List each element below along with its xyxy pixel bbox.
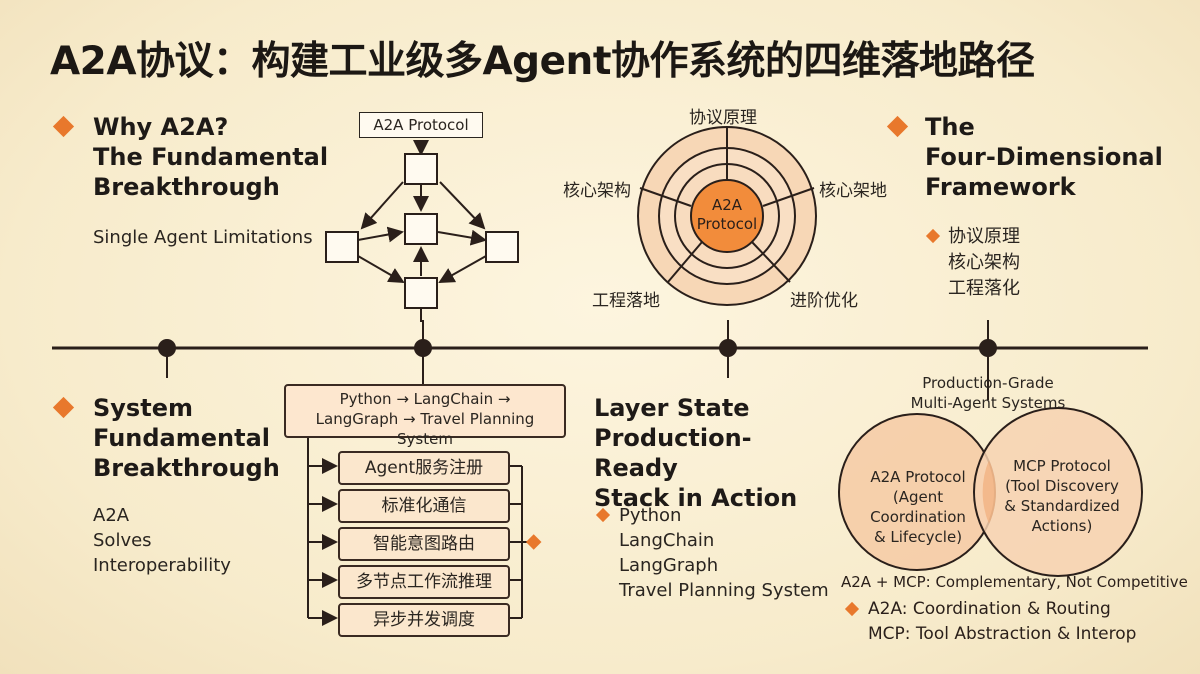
venn-title: Production-Grade Multi-Agent Systems (910, 374, 1066, 412)
radial-label-top: 协议原理 (689, 108, 757, 128)
layer-stack-list: Python LangChain LangGraph Travel Planni… (619, 505, 829, 601)
radial-label-bottom-left: 工程落地 (592, 291, 660, 311)
why-a2a-heading: Why A2A? The Fundamental Breakthrough (93, 113, 329, 201)
network-node-right (485, 231, 519, 263)
venn-diagram (838, 407, 1143, 577)
a2a-protocol-tag: A2A Protocol (359, 112, 483, 138)
network-diagram (357, 140, 487, 322)
timeline-node-1 (158, 339, 176, 357)
timeline-node-3 (719, 339, 737, 357)
radial-center-label: A2A Protocol (696, 196, 758, 233)
flow-step-4: 多节点工作流推理 (338, 565, 510, 599)
four-dimensional-list: 协议原理 核心架构 工程落化 (948, 226, 1020, 299)
radial-label-left: 核心架构 (563, 181, 631, 201)
layer-state-heading: Layer State Production-Ready Stack in Ac… (594, 394, 798, 512)
timeline-node-4 (979, 339, 997, 357)
four-dimensional-heading: The Four-Dimensional Framework (925, 113, 1163, 201)
venn-right-label: MCP Protocol (Tool Discovery & Standardi… (1004, 457, 1120, 535)
radial-label-bottom-right: 进阶优化 (790, 291, 858, 311)
network-node-left (325, 231, 359, 263)
page-title: A2A协议：构建工业级多Agent协作系统的四维落地路径 (50, 39, 1035, 84)
flow-connectors (307, 438, 528, 626)
flow-step-5: 异步并发调度 (338, 603, 510, 637)
flow-diamond-marker (525, 534, 542, 550)
flow-step-3: 智能意图路由 (338, 527, 510, 561)
network-node-top (404, 153, 438, 185)
flow-step-2: 标准化通信 (338, 489, 510, 523)
timeline-node-2 (414, 339, 432, 357)
venn-left-label: A2A Protocol (Agent Coordination & Lifec… (870, 468, 966, 546)
a2a-solves-text: A2A Solves Interoperability (93, 505, 231, 576)
venn-notes: A2A: Coordination & Routing MCP: Tool Ab… (868, 599, 1137, 644)
single-agent-limitations-text: Single Agent Limitations (93, 227, 313, 248)
radial-target-diagram (637, 126, 817, 306)
radial-label-right: 核心架地 (819, 181, 887, 201)
network-node-center (404, 213, 438, 245)
venn-caption: A2A + MCP: Complementary, Not Competitiv… (841, 573, 1188, 591)
flow-header-box: Python → LangChain → LangGraph → Travel … (284, 384, 566, 448)
network-node-bottom (404, 277, 438, 309)
flow-step-1: Agent服务注册 (338, 451, 510, 485)
system-breakthrough-heading: System Fundamental Breakthrough (93, 394, 280, 482)
